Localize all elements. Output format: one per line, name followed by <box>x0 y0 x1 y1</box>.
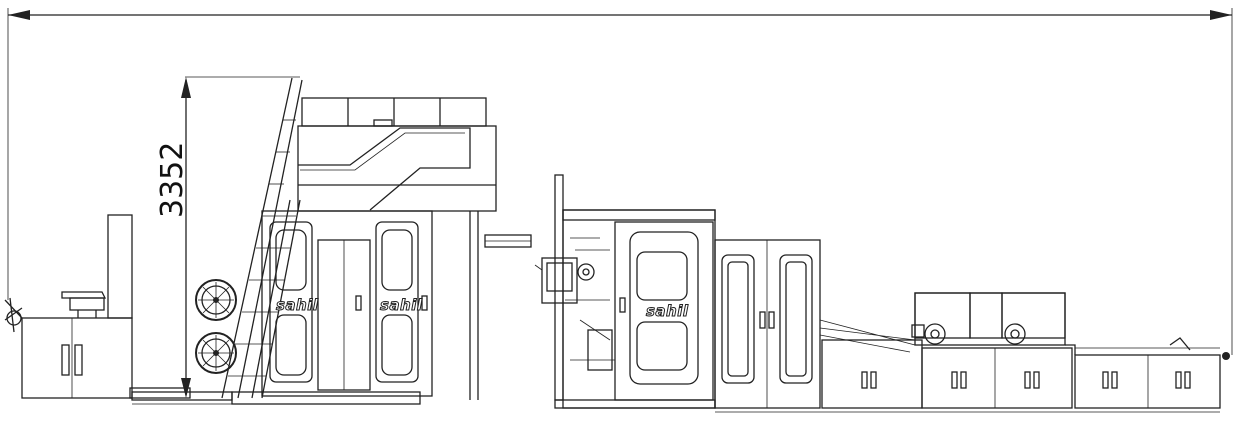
transfer-conveyor <box>819 319 923 409</box>
brand-logo-right: sahil <box>380 296 423 314</box>
bag-making-unit: sahil <box>534 174 716 409</box>
height-dimension-label: 3352 <box>155 142 190 218</box>
reel-stand-lower <box>195 332 237 374</box>
stacking-unit <box>911 292 1073 409</box>
height-dimension: 3352 <box>155 76 300 398</box>
brand-logo-left: sahil <box>276 296 319 314</box>
reel-stand-upper <box>195 279 237 321</box>
output-table <box>1065 337 1230 409</box>
base-rail <box>131 391 421 405</box>
machine-feet <box>554 399 1220 413</box>
overall-length-dimension <box>7 8 1233 355</box>
electrical-cabinet <box>714 239 821 409</box>
printing-unit: sahil sahil <box>261 97 532 400</box>
brand-logo-middle: sahil <box>646 302 689 320</box>
unwinder-unit <box>4 214 191 399</box>
